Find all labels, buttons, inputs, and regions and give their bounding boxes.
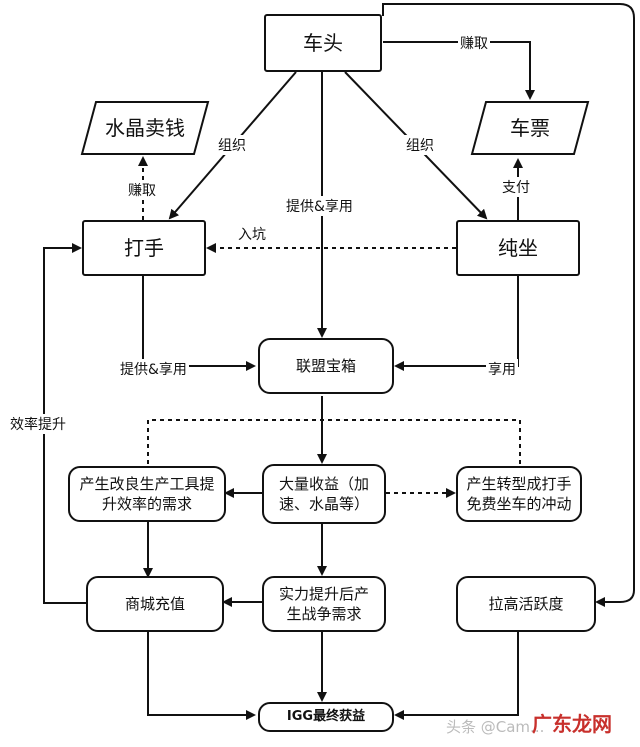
node-chunzuo-label: 纯坐 xyxy=(498,235,538,260)
node-chepiao: 车票 xyxy=(470,100,590,156)
node-shuijing: 水晶卖钱 xyxy=(80,100,210,156)
node-baoxiang: 联盟宝箱 xyxy=(258,338,394,394)
node-zhuanxing-label: 产生转型成打手免费坐车的冲动 xyxy=(466,474,572,513)
node-chetou-label: 车头 xyxy=(303,30,343,55)
label-xiangyong: 享用 xyxy=(486,359,518,379)
node-shengchan-label: 产生改良生产工具提升效率的需求 xyxy=(79,474,215,513)
node-shili-label: 实力提升后产生战争需求 xyxy=(278,584,369,623)
node-chunzuo: 纯坐 xyxy=(456,220,580,276)
node-shouyi-label: 大量收益（加速、水晶等） xyxy=(278,474,369,513)
label-rukeng: 入坑 xyxy=(236,224,268,244)
node-dashou: 打手 xyxy=(82,220,206,276)
node-shangcheng-label: 商城充值 xyxy=(124,594,185,613)
node-shengchan: 产生改良生产工具提升效率的需求 xyxy=(68,466,226,522)
label-zhifu: 支付 xyxy=(500,177,532,197)
node-dashou-label: 打手 xyxy=(124,235,164,260)
node-huoyue-label: 拉高活跃度 xyxy=(488,594,564,613)
node-igg: IGG最终获益 xyxy=(258,702,394,732)
node-baoxiang-label: 联盟宝箱 xyxy=(295,356,356,375)
node-chepiao-label: 车票 xyxy=(510,115,550,140)
label-xiaolv: 效率提升 xyxy=(8,414,68,434)
label-zhuanqu-top: 赚取 xyxy=(458,33,490,53)
parallelogram-shape xyxy=(80,101,210,155)
watermark-author: 头条 @Cam... xyxy=(446,718,545,736)
label-zhuanqu-left: 赚取 xyxy=(126,180,158,200)
label-tigong-left: 提供&享用 xyxy=(118,359,189,379)
label-zuzhi-right: 组织 xyxy=(404,135,436,155)
node-shangcheng: 商城充值 xyxy=(86,576,224,632)
node-shili: 实力提升后产生战争需求 xyxy=(262,576,386,632)
parallelogram-shape xyxy=(470,101,590,155)
node-huoyue: 拉高活跃度 xyxy=(456,576,596,632)
node-shuijing-label: 水晶卖钱 xyxy=(105,115,185,140)
node-igg-label: IGG最终获益 xyxy=(286,709,366,725)
node-zhuanxing: 产生转型成打手免费坐车的冲动 xyxy=(456,466,582,522)
watermark-brand: 广东龙网 xyxy=(532,712,612,736)
label-zuzhi-left: 组织 xyxy=(216,135,248,155)
node-chetou: 车头 xyxy=(264,14,382,72)
node-shouyi: 大量收益（加速、水晶等） xyxy=(262,464,386,524)
label-tigong-center: 提供&享用 xyxy=(284,196,355,216)
